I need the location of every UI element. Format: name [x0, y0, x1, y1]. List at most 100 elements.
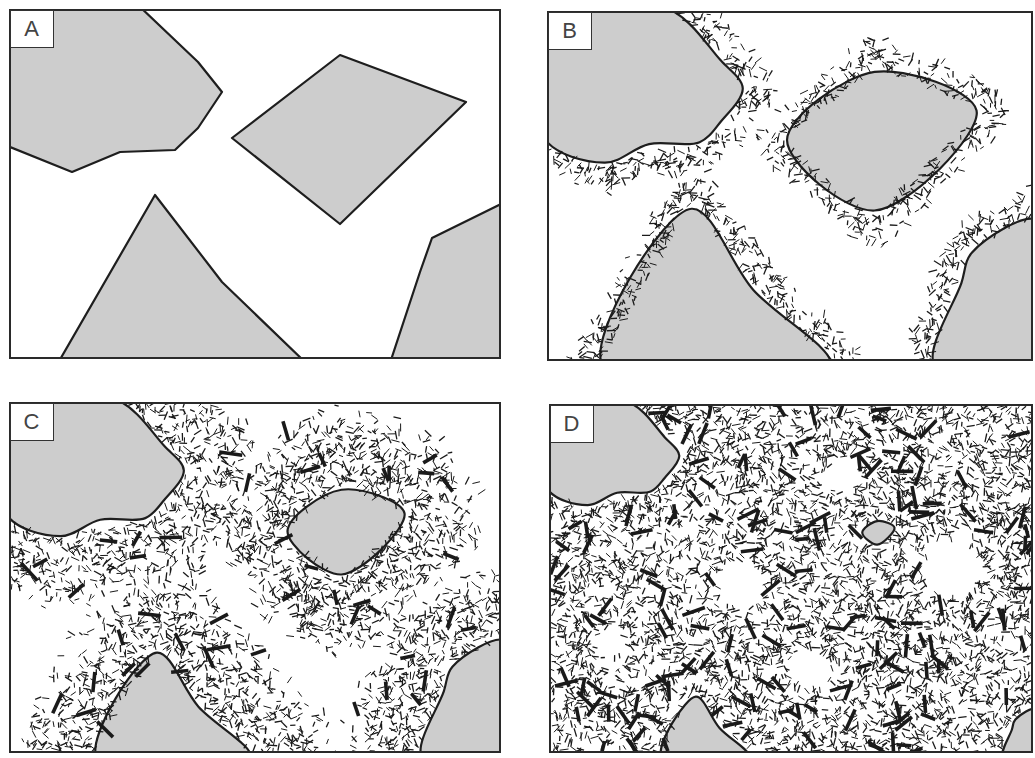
clay-crystal — [696, 159, 701, 164]
clay-crystal — [938, 296, 942, 300]
clay-crystal — [767, 157, 773, 160]
clay-crystal — [809, 94, 811, 99]
clay-crystal — [999, 209, 1006, 214]
clay-crystal — [726, 219, 728, 223]
clay-crystal — [589, 168, 591, 173]
clay-crystal — [160, 633, 163, 640]
clay-crystal — [593, 333, 595, 341]
clay-crystal — [830, 67, 834, 70]
clay-crystal — [943, 301, 950, 302]
clay-crystal — [1007, 215, 1012, 219]
clay-crystal — [701, 14, 702, 18]
clay-crystal — [783, 302, 784, 308]
clay-crystal — [899, 221, 903, 224]
clay-crystal — [829, 207, 831, 211]
clay-crystal — [776, 152, 779, 154]
clay-crystal — [749, 251, 753, 253]
clay-crystal — [557, 151, 562, 158]
clay-crystal — [949, 253, 954, 255]
clay-crystal — [617, 324, 619, 329]
clay-crystal — [708, 143, 712, 145]
clay-crystal — [966, 128, 970, 129]
clay-crystal — [837, 85, 843, 87]
clay-crystal — [395, 449, 401, 451]
clay-crystal — [685, 182, 686, 189]
clay-crystal — [38, 740, 42, 745]
clay-crystal — [597, 167, 605, 168]
clay-crystal — [606, 172, 607, 176]
clay-crystal — [182, 540, 185, 546]
mineral-grain — [390, 202, 500, 358]
clay-crystal — [371, 449, 377, 452]
clay-crystal — [221, 667, 228, 669]
clay-crystal — [724, 58, 732, 60]
clay-crystal — [787, 311, 790, 315]
clay-crystal — [944, 249, 951, 251]
clay-crystal — [611, 318, 617, 320]
clay-crystal — [974, 228, 975, 234]
clay-crystal — [822, 338, 825, 342]
clay-crystal — [707, 193, 714, 197]
clay-crystal — [602, 327, 609, 328]
clay-crystal — [268, 654, 269, 659]
panel-frame — [548, 12, 1032, 360]
clay-crystal — [658, 244, 664, 249]
clay-crystal — [614, 171, 616, 175]
clay-crystal — [386, 707, 389, 710]
clay-crystal — [937, 322, 939, 330]
clay-crystal — [343, 447, 345, 453]
clay-crystal — [17, 583, 20, 586]
clay-crystal — [667, 207, 673, 213]
clay-crystal — [749, 69, 751, 77]
clay-crystal — [426, 712, 430, 718]
clay-crystal — [762, 292, 765, 296]
clay-crystal — [575, 175, 580, 181]
clay-crystal — [362, 438, 367, 440]
clay-crystal — [182, 516, 186, 519]
clay-crystal — [674, 197, 682, 199]
clay-crystal — [759, 67, 767, 71]
clay-crystal — [754, 87, 756, 94]
clay-crystal — [860, 231, 864, 234]
clay-crystal — [611, 333, 613, 340]
clay-crystal — [620, 311, 622, 319]
clay-crystal — [404, 652, 412, 654]
clay-crystal — [994, 234, 995, 238]
clay-crystal — [924, 332, 926, 339]
clay-crystal — [413, 693, 421, 694]
clay-crystal — [724, 31, 727, 36]
clay-crystal — [764, 267, 767, 275]
clay-crystal — [909, 328, 913, 332]
clay-crystal — [185, 593, 191, 598]
clay-crystal — [218, 445, 225, 448]
clay-crystal — [648, 254, 650, 258]
clay-crystal — [834, 191, 836, 199]
clay-crystal — [755, 58, 761, 63]
clay-crystal — [607, 192, 612, 195]
clay-crystal — [931, 319, 936, 321]
clay-crystal — [157, 551, 165, 552]
clay-crystal — [789, 169, 790, 178]
clay-crystal — [944, 306, 948, 312]
clay-crystal — [712, 142, 718, 144]
clay-crystal — [451, 459, 453, 463]
clay-crystal — [565, 154, 569, 162]
clay-crystal — [237, 477, 243, 479]
clay-crystal — [622, 178, 625, 185]
clay-crystal — [656, 236, 658, 240]
clay-crystal — [853, 226, 855, 230]
clay-crystal — [232, 437, 236, 445]
clay-crystal — [660, 162, 664, 163]
clay-crystal — [583, 356, 591, 358]
clay-crystal — [453, 523, 460, 524]
clay-crystal — [45, 600, 50, 602]
clay-crystal — [687, 203, 691, 207]
clay-crystal — [739, 145, 743, 147]
clay-crystal — [805, 172, 810, 178]
clay-crystal — [777, 291, 779, 297]
clay-crystal — [835, 95, 839, 97]
clay-crystal — [887, 61, 894, 63]
clay-crystal — [212, 629, 214, 635]
clay-crystal — [792, 111, 797, 112]
